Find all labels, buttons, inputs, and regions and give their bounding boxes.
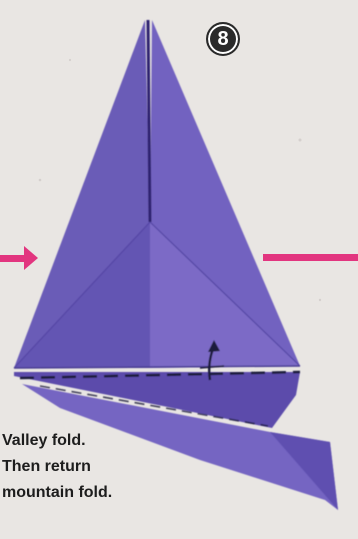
instruction-line: Valley fold. [2, 428, 202, 454]
fold-instructions: Valley fold. Then return mountain fold. [2, 428, 202, 506]
pink-arrow-right-icon [0, 246, 38, 270]
center-crease [148, 20, 150, 222]
instruction-line: Then return [2, 454, 202, 480]
instruction-line: mountain fold. [2, 480, 202, 506]
step-number-badge: 8 [206, 22, 240, 56]
pink-line-icon [263, 254, 358, 261]
